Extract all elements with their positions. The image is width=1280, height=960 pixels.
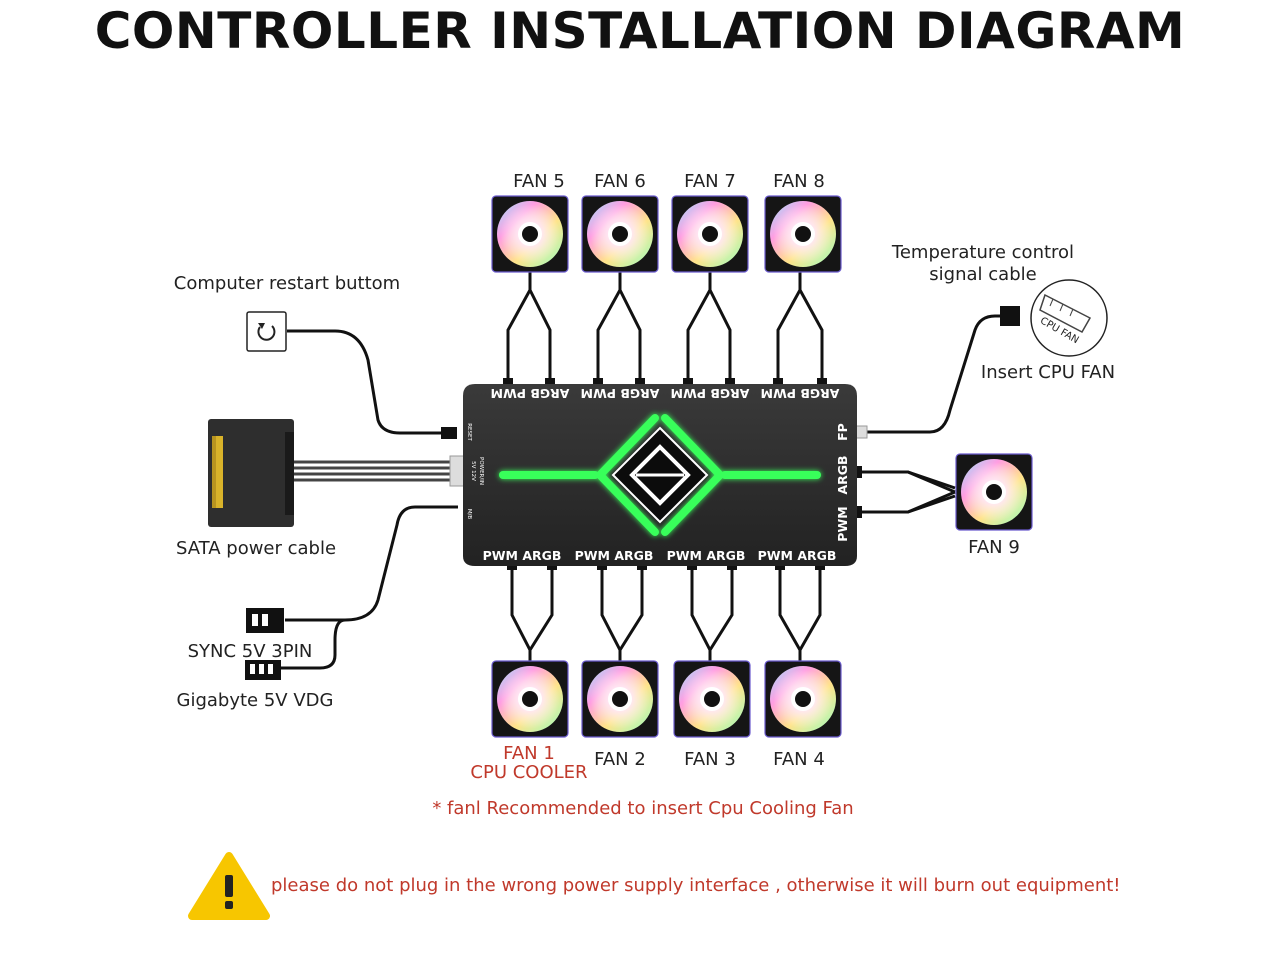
recommend-note: * fanl Recommended to insert Cpu Cooling…	[432, 798, 853, 819]
fp-cable	[866, 314, 1000, 434]
cpu-fan-header-badge: CPU FAN	[1030, 279, 1108, 357]
gigabyte-label: Gigabyte 5V VDG	[177, 690, 334, 711]
reset-plug	[441, 427, 457, 439]
fan-2-graphic	[581, 660, 659, 738]
port-label: ARGB PWM	[761, 386, 840, 401]
fan-8-graphic	[764, 195, 842, 273]
port-label: PWM ARGB	[483, 548, 562, 563]
fan-1-graphic	[491, 660, 569, 738]
hub-left-labels: RESET POWER/IN 5V 12V M/B	[466, 423, 484, 519]
fan-9-graphic	[955, 453, 1033, 531]
hub-right-labels: FP ARGB PWM	[835, 423, 850, 542]
hub-bottom-port-labels: PWM ARGB PWM ARGB PWM ARGB PWM ARGB	[483, 548, 837, 563]
port-label: ARGB PWM	[581, 386, 660, 401]
fan-label-8: FAN 8	[773, 171, 825, 192]
sync-cable	[280, 505, 458, 670]
power-label: POWER/IN	[478, 457, 484, 485]
restart-label: Computer restart buttom	[174, 273, 400, 294]
fan-label-3: FAN 3	[684, 749, 736, 770]
sync-label: SYNC 5V 3PIN	[188, 641, 313, 662]
sata-label: SATA power cable	[176, 538, 336, 559]
fan-label-6: FAN 6	[594, 171, 646, 192]
bottom-fan-labels: FAN 1 CPU COOLER FAN 2 FAN 3 FAN 4	[470, 743, 824, 783]
hub-light-bar	[499, 414, 821, 536]
port-label: ARGB PWM	[671, 386, 750, 401]
mb-label: M/B	[466, 509, 472, 520]
sync-connector	[246, 608, 284, 633]
warning-icon	[188, 852, 270, 920]
fan-3-graphic	[673, 660, 751, 738]
fp-label: FP	[835, 423, 850, 441]
restart-icon	[257, 325, 276, 341]
fan-6-graphic	[581, 195, 659, 273]
fan-label-4: FAN 4	[773, 749, 825, 770]
temp-label-line1: Temperature control	[891, 242, 1074, 263]
warning-text: please do not plug in the wrong power su…	[271, 875, 1121, 896]
fan-label-7: FAN 7	[684, 171, 736, 192]
fan1-subtitle: CPU COOLER	[470, 762, 587, 783]
fan-4-graphic	[764, 660, 842, 738]
volt-label: 5V 12V	[470, 461, 476, 481]
fan-label-5: FAN 5	[513, 171, 565, 192]
temp-label-line2: signal cable	[929, 264, 1036, 285]
hub-top-port-labels: ARGB PWM ARGB PWM ARGB PWM ARGB PWM	[491, 386, 840, 401]
port-label: ARGB PWM	[491, 386, 570, 401]
top-fan-cables	[506, 272, 824, 382]
temp-plug	[1000, 306, 1020, 326]
controller-hub	[463, 384, 857, 566]
hub-logo	[629, 444, 691, 506]
port-label: PWM ARGB	[758, 548, 837, 563]
insert-cpu-fan-label: Insert CPU FAN	[981, 362, 1115, 383]
fan-label-9: FAN 9	[968, 537, 1020, 558]
gigabyte-connector	[245, 660, 281, 680]
fan-label-2: FAN 2	[594, 749, 646, 770]
pwm-label: PWM	[835, 506, 850, 541]
port-label: PWM ARGB	[667, 548, 746, 563]
restart-button	[246, 311, 287, 352]
fan9-cable	[860, 470, 956, 514]
fans-layer	[491, 195, 1033, 738]
page-title: CONTROLLER INSTALLATION DIAGRAM	[94, 2, 1186, 60]
reset-label: RESET	[466, 423, 472, 441]
sata-connector	[208, 419, 294, 527]
bottom-fan-cables	[510, 566, 822, 662]
sata-cable	[293, 455, 467, 487]
top-fan-labels: FAN 5 FAN 6 FAN 7 FAN 8	[513, 171, 825, 192]
fan-7-graphic	[671, 195, 749, 273]
fan-label-1: FAN 1	[503, 743, 555, 764]
fan-5-graphic	[491, 195, 569, 273]
argb-label: ARGB	[835, 455, 850, 494]
port-label: PWM ARGB	[575, 548, 654, 563]
restart-cable	[287, 329, 445, 435]
